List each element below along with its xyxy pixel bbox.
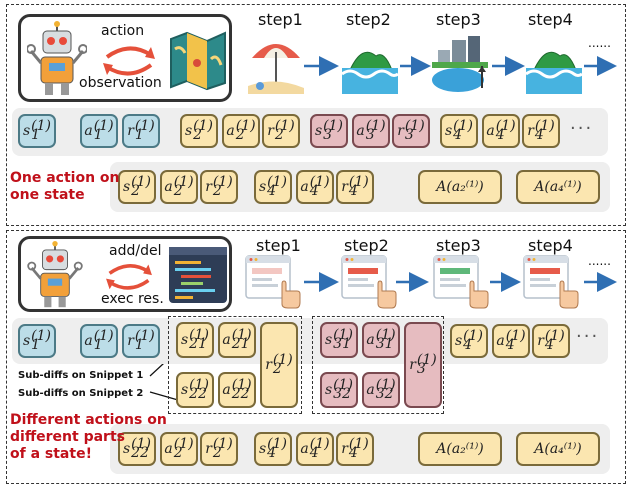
robot-icon-2 (27, 241, 83, 308)
bottom-advantage-2: A(a₄⁽¹⁾) (516, 432, 600, 466)
top-row2-token-5: r(1)4 (336, 170, 374, 204)
top-row1-token-3: s(1)2 (180, 114, 218, 148)
top-row1-token-2: r(1)1 (122, 114, 160, 148)
bottom-row1-end-token-0: s(1)4 (450, 324, 488, 358)
top-row1-token-11: r(1)4 (522, 114, 560, 148)
group2-a-bot: a(1)22 (218, 372, 256, 408)
top-row1-token-9: s(1)4 (440, 114, 478, 148)
bottom-note-line-3: of a state! (10, 446, 92, 462)
top-more: ...... (588, 36, 611, 50)
cycle-arrows-icon-2 (106, 264, 152, 290)
bottom-row2-token-0: s(1)22 (118, 432, 156, 466)
snippet2-note: Sub-diffs on Snippet 2 (18, 388, 144, 399)
top-note-line-1: One action on (10, 170, 120, 186)
bottom-step-2: step2 (344, 236, 389, 255)
top-panel (6, 4, 626, 226)
group3-a-top: a(1)31 (362, 322, 400, 358)
bottom-step-4: step4 (528, 236, 573, 255)
bottom-row1-start-token-0: s(1)1 (18, 324, 56, 358)
bottom-row1-end-token-2: r(1)4 (532, 324, 570, 358)
group3-s-top: s(1)31 (320, 322, 358, 358)
bottom-advantage-1: A(a₂⁽¹⁾) (418, 432, 502, 466)
top-row1-token-1: a(1)1 (80, 114, 118, 148)
group3-a-bot: a(1)32 (362, 372, 400, 408)
top-row1-token-4: a(1)2 (222, 114, 260, 148)
top-row1-token-10: a(1)4 (482, 114, 520, 148)
city-lake-icon (432, 36, 488, 92)
top-row2-token-2: r(1)2 (200, 170, 238, 204)
agent-adddel-label: add/del (109, 243, 162, 259)
bottom-row1-more: ··· (576, 326, 600, 347)
top-row1-more: ··· (570, 118, 594, 139)
top-agent-box: action observation (18, 14, 232, 102)
agent-action-label: action (101, 23, 145, 39)
bottom-row2-token-2: r(1)2 (200, 432, 238, 466)
island-wave-icon-2 (525, 51, 583, 94)
bottom-step-1: step1 (256, 236, 301, 255)
agent-exec-label: exec res. (101, 291, 164, 307)
top-row1-token-8: r(1)3 (392, 114, 430, 148)
top-row2-token-0: s(1)2 (118, 170, 156, 204)
beach-umbrella-icon (248, 44, 304, 94)
group3-r: r(1)3 (404, 322, 442, 408)
bottom-row1-start-token-1: a(1)1 (80, 324, 118, 358)
group2-s-bot: s(1)22 (176, 372, 214, 408)
bottom-row2-token-5: r(1)4 (336, 432, 374, 466)
browser-window-icon-4 (523, 255, 579, 309)
bottom-note-line-1: Different actions on (10, 412, 167, 428)
browser-window-icon-2 (341, 255, 397, 309)
bottom-panel (6, 230, 626, 484)
browser-window-icon-1 (245, 255, 301, 309)
group2-r: r(1)2 (260, 322, 298, 408)
snippet-group-step2 (168, 316, 302, 414)
island-wave-icon (341, 51, 399, 94)
snippet1-note: Sub-diffs on Snippet 1 (18, 370, 144, 381)
top-row1-token-7: a(1)3 (352, 114, 390, 148)
top-row2-token-3: s(1)4 (254, 170, 292, 204)
agent-observation-label: observation (79, 75, 162, 91)
bottom-step-3: step3 (436, 236, 481, 255)
top-advantage-2: A(a₄⁽¹⁾) (516, 170, 600, 204)
bottom-row1-end-token-1: a(1)4 (492, 324, 530, 358)
top-step-2: step2 (346, 10, 391, 29)
robot-icon (27, 21, 87, 95)
group2-s-top: s(1)21 (176, 322, 214, 358)
bottom-row1-start-token-2: r(1)1 (122, 324, 160, 358)
group3-s-bot: s(1)32 (320, 372, 358, 408)
group2-a-top: a(1)21 (218, 322, 256, 358)
top-step-1: step1 (258, 10, 303, 29)
bottom-agent-box: add/del exec res. (18, 236, 232, 312)
top-advantage-1: A(a₂⁽¹⁾) (418, 170, 502, 204)
bottom-row2-token-4: a(1)4 (296, 432, 334, 466)
snippet-group-step3 (312, 316, 444, 414)
map-icon (170, 31, 226, 91)
top-row1-token-5: r(1)2 (262, 114, 300, 148)
top-note-line-2: one state (10, 187, 85, 203)
bottom-more: ...... (588, 254, 611, 268)
bottom-row2-token-3: s(1)4 (254, 432, 292, 466)
top-step-4: step4 (528, 10, 573, 29)
top-step-3: step3 (436, 10, 481, 29)
top-row2-token-1: a(1)2 (160, 170, 198, 204)
top-row1-token-0: s(1)1 (18, 114, 56, 148)
browser-window-icon-3 (433, 255, 489, 309)
top-row2-token-4: a(1)4 (296, 170, 334, 204)
top-note: One action on one state (10, 170, 120, 204)
code-editor-icon (169, 247, 227, 303)
bottom-note: Different actions on different parts of … (10, 412, 167, 463)
bottom-note-line-2: different parts (10, 429, 125, 445)
cycle-arrows-icon (103, 46, 155, 76)
bottom-row2-token-1: a(1)2 (160, 432, 198, 466)
top-row1-token-6: s(1)3 (310, 114, 348, 148)
